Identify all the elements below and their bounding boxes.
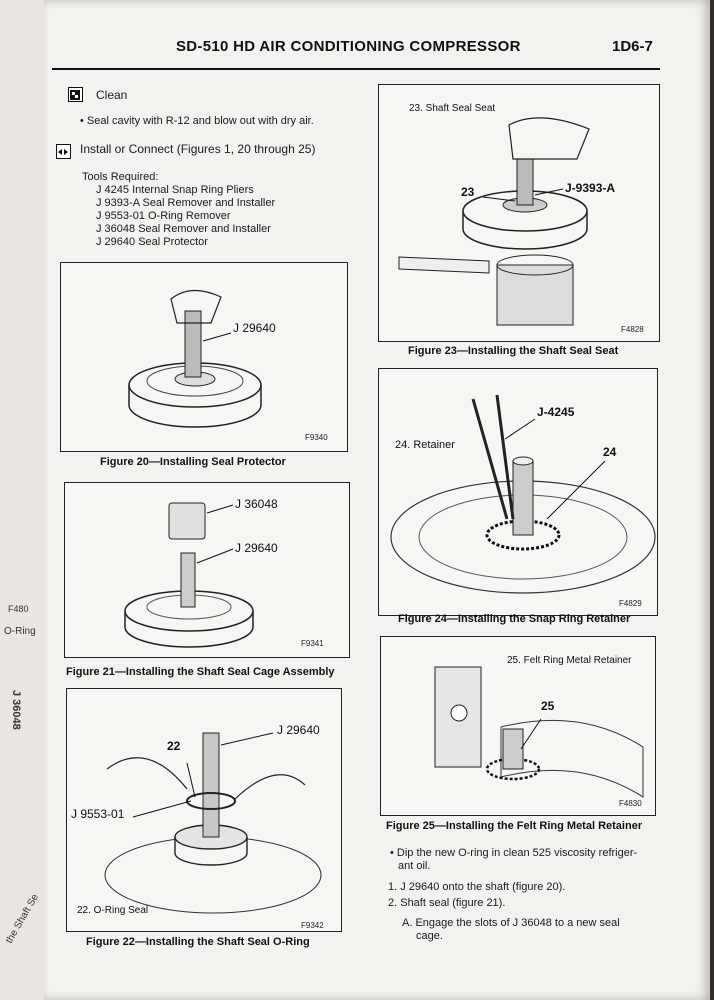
left-page-label-code: F480: [8, 604, 29, 614]
header-rule: [52, 68, 660, 70]
clean-icon: [68, 87, 83, 102]
figure-25-legend: 25. Felt Ring Metal Retainer: [507, 655, 632, 666]
page-title: SD-510 HD AIR CONDITIONING COMPRESSOR: [176, 38, 521, 55]
oring-bullet: • Dip the new O-ring in clean 525 viscos…: [390, 847, 638, 859]
figure-24: 24. Retainer J-4245 24 F4829: [378, 368, 658, 616]
figure-24-tool-label: J-4245: [537, 405, 575, 419]
step-2a: A. Engage the slots of J 36048 to a new …: [402, 917, 620, 929]
clean-heading: Clean: [96, 88, 128, 102]
figure-20-code: F9340: [305, 433, 328, 442]
figure-20-caption: Figure 20—Installing Seal Protector: [100, 456, 286, 468]
figure-22-remover-label: J 9553-01: [71, 807, 125, 821]
figure-24-caption: Figure 24—Installing the Snap Ring Retai…: [398, 613, 631, 625]
figure-22-part-label: 22: [167, 739, 181, 753]
figure-24-code: F4829: [619, 599, 642, 608]
figure-25: 25. Felt Ring Metal Retainer 25 F4830: [380, 636, 656, 816]
install-heading: Install or Connect (Figures 1, 20 throug…: [80, 142, 316, 156]
left-page-label-shaft: the Shaft Se: [4, 892, 42, 946]
figure-22-drawing: [104, 732, 322, 914]
figure-23-drawing: [398, 117, 590, 326]
figure-25-code: F4830: [619, 799, 642, 808]
left-page-label-oring: O-Ring: [4, 626, 36, 637]
figure-22-tool-label: J 29640: [277, 723, 320, 737]
figure-23-tool-label: J-9393-A: [565, 181, 616, 195]
figure-21-label-top: J 36048: [235, 497, 278, 511]
tool-item: J 9553-01 O-Ring Remover: [96, 210, 231, 222]
clean-bullet: • Seal cavity with R-12 and blow out wit…: [80, 115, 314, 127]
figure-21-caption: Figure 21—Installing the Shaft Seal Cage…: [66, 666, 335, 678]
figure-22-legend: 22. O-Ring Seal: [77, 905, 149, 916]
step-2: 2. Shaft seal (figure 21).: [388, 897, 506, 909]
figure-23-legend: 23. Shaft Seal Seat: [409, 103, 496, 114]
step-1: 1. J 29640 onto the shaft (figure 20).: [388, 881, 566, 893]
tools-heading: Tools Required:: [82, 171, 159, 183]
oring-bullet-text: Dip the new O-ring in clean 525 viscosit…: [396, 847, 638, 859]
clean-bullet-text: Seal cavity with R-12 and blow out with …: [86, 115, 314, 127]
figure-21-code: F9341: [301, 639, 324, 648]
figure-25-part-label: 25: [541, 699, 555, 713]
step-2a-cont: cage.: [416, 930, 443, 942]
tool-item: J 36048 Seal Remover and Installer: [96, 223, 271, 235]
figure-23-code: F4828: [621, 325, 644, 334]
page-number: 1D6-7: [612, 38, 653, 55]
figure-21: J 36048 J 29640 F9341: [64, 482, 350, 658]
left-page-label-tool: J 36048: [10, 690, 22, 730]
figure-23-caption: Figure 23—Installing the Shaft Seal Seat: [408, 345, 619, 357]
figure-24-legend: 24. Retainer: [395, 439, 455, 451]
figure-24-part-label: 24: [603, 445, 617, 459]
figure-20: J 29640 F9340: [60, 262, 348, 452]
figure-20-tool-label: J 29640: [233, 321, 276, 335]
figure-22: J 29640 22 J 9553-01 22. O-Ring Seal F93…: [66, 688, 342, 932]
figure-20-drawing: [128, 289, 262, 428]
oring-bullet-cont: ant oil.: [398, 860, 431, 872]
figure-23-part-label: 23: [461, 185, 475, 199]
figure-22-code: F9342: [301, 921, 324, 930]
figure-24-drawing: [390, 394, 656, 594]
tool-item: J 4245 Internal Snap Ring Pliers: [96, 184, 254, 196]
figure-25-drawing: [434, 666, 644, 798]
tool-item: J 29640 Seal Protector: [96, 236, 208, 248]
figure-21-drawing: [124, 502, 254, 648]
figure-21-label-bottom: J 29640: [235, 541, 278, 555]
tool-item: J 9393-A Seal Remover and Installer: [96, 197, 276, 209]
figure-23: 23. Shaft Seal Seat 23 J-9393-A F4828: [378, 84, 660, 342]
install-icon: [56, 144, 71, 159]
figure-25-caption: Figure 25—Installing the Felt Ring Metal…: [386, 820, 643, 832]
figure-22-caption: Figure 22—Installing the Shaft Seal O-Ri…: [86, 936, 310, 948]
